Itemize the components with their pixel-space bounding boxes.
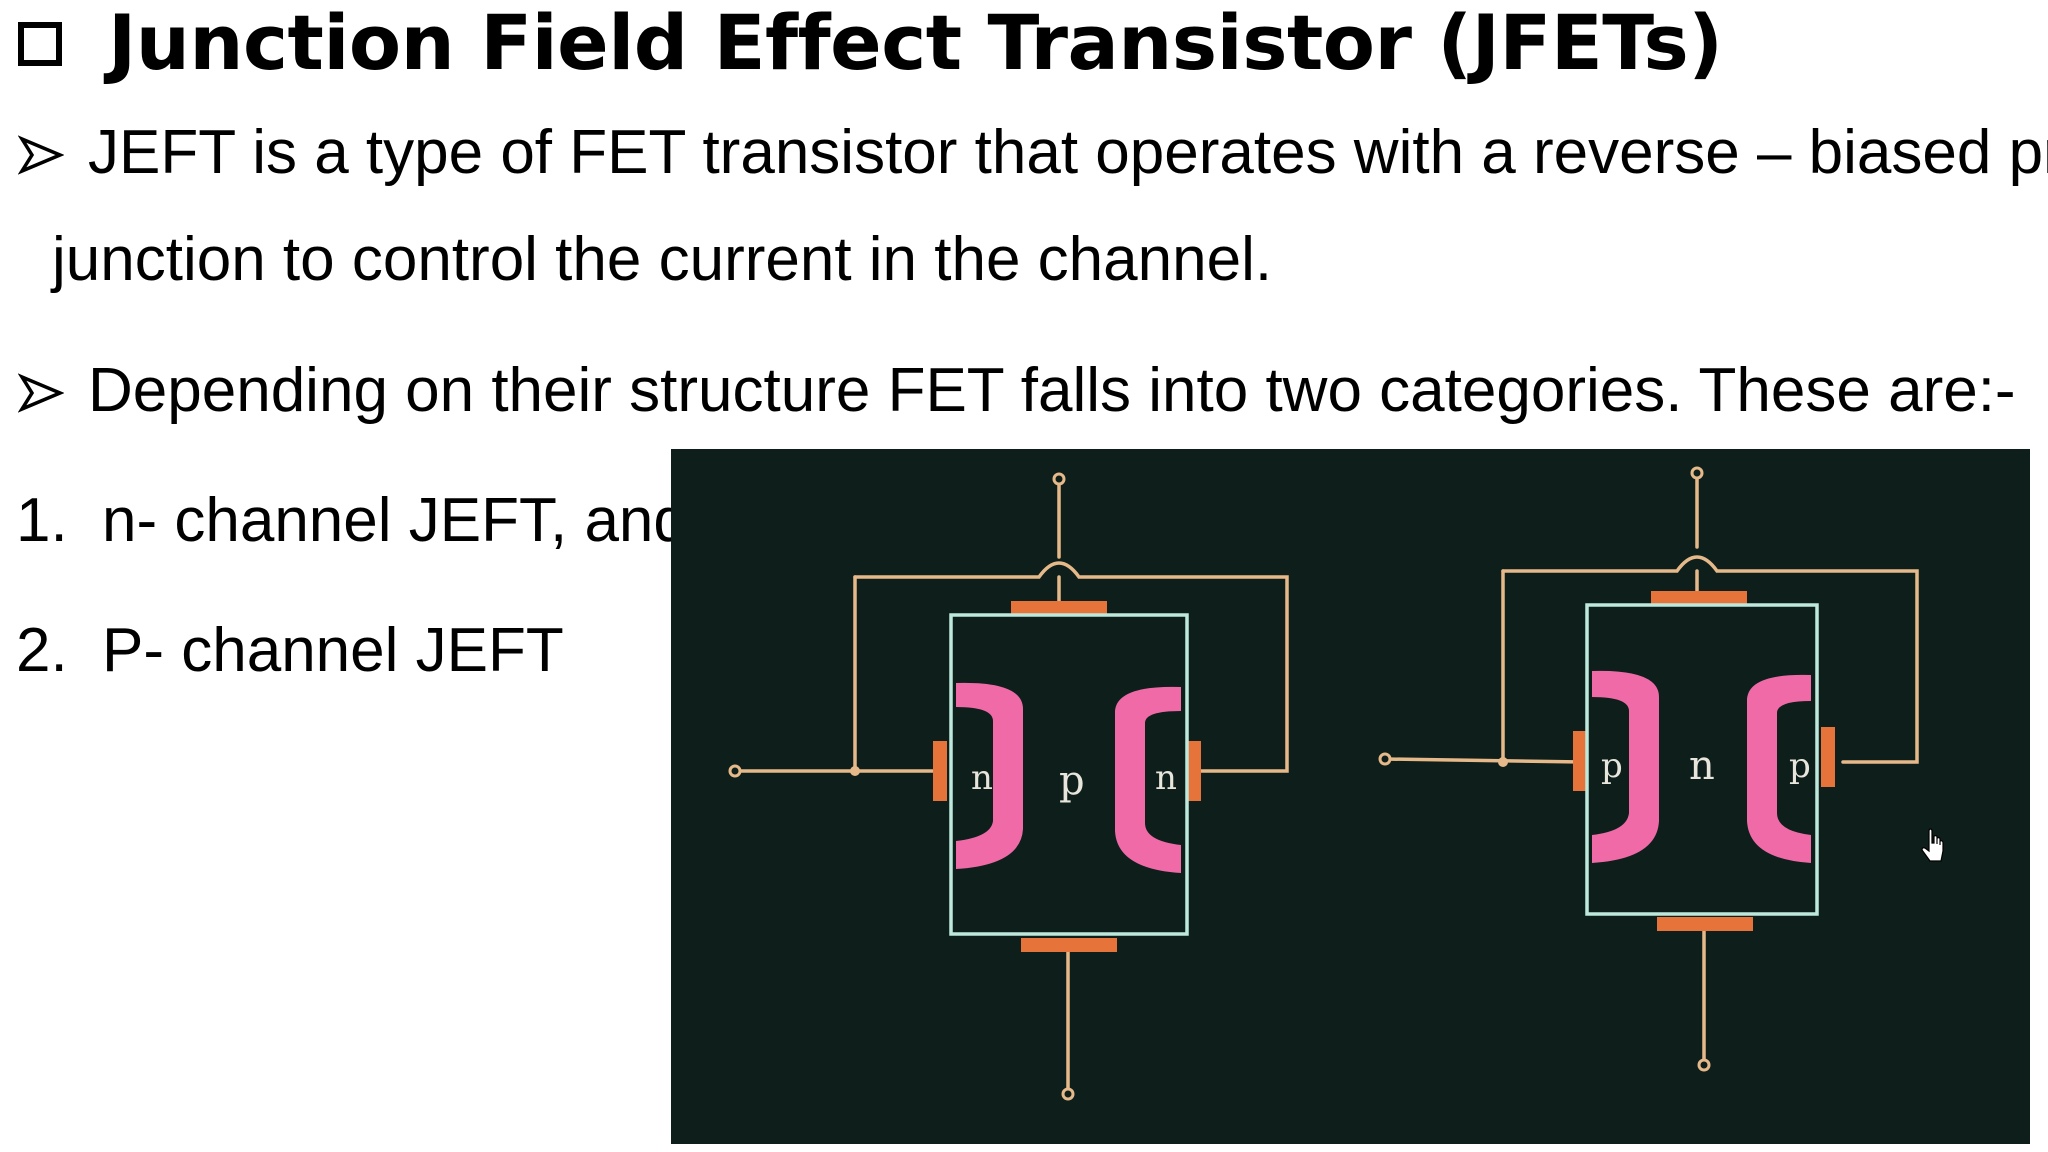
- bullet-2-text: Depending on their structure FET falls i…: [88, 356, 2016, 425]
- gate-input-lead: [1383, 757, 1585, 764]
- source-terminal: [1697, 1058, 1711, 1072]
- title-text: Junction Field Effect Transistor (JFETs): [108, 0, 1723, 87]
- jfet-diagram: n p n p n: [671, 449, 2030, 1144]
- drain-terminal: [1690, 466, 1704, 480]
- gate-region-right: [1115, 686, 1181, 873]
- hand-cursor-icon: [1921, 828, 1944, 862]
- list-item: 2.P- channel JEFT: [16, 620, 564, 682]
- gate-wire: [1501, 555, 1919, 764]
- source-contact: [1021, 938, 1117, 952]
- channel-label: p: [1059, 758, 1085, 804]
- page-title: Junction Field Effect Transistor (JFETs): [18, 0, 1723, 87]
- gate-contact-right: [1821, 727, 1835, 787]
- source-terminal: [1061, 1087, 1075, 1101]
- checkbox-square-icon: [18, 22, 62, 66]
- gate-contact-right: [1187, 741, 1201, 801]
- gate-region-label: p: [1789, 746, 1811, 786]
- list-item: 1.n- channel JEFT, and: [16, 490, 688, 552]
- bullet-2: Depending on their structure FET falls i…: [18, 360, 2016, 422]
- gate-region-left: [1592, 670, 1659, 863]
- list-text: n- channel JEFT, and: [102, 486, 688, 555]
- channel-label: n: [1689, 743, 1715, 789]
- channel-body: [1585, 603, 1819, 916]
- jfet-diagram-svg: n p n p n: [728, 466, 1944, 1101]
- gate-wire: [853, 561, 1289, 773]
- gate-contact-left: [933, 741, 947, 801]
- junction-dot: [850, 766, 860, 776]
- gate-region-label: n: [1155, 758, 1177, 798]
- drain-terminal: [1052, 472, 1066, 486]
- junction-dot: [1498, 757, 1508, 767]
- n-gate-jfet: n p n: [728, 472, 1289, 1101]
- gate-terminal: [728, 764, 742, 778]
- p-gate-jfet: p n p: [1378, 466, 1919, 1072]
- bullet-1-text: JEFT is a type of FET transistor that op…: [88, 118, 2048, 187]
- gate-region-label: p: [1601, 746, 1623, 786]
- drain-contact: [1651, 591, 1747, 605]
- drain-contact: [1011, 601, 1107, 615]
- bullet-1-line-2: junction to control the current in the c…: [52, 225, 1273, 294]
- gate-region-label: n: [971, 758, 993, 798]
- list-text: P- channel JEFT: [102, 616, 564, 685]
- bullet-1-line-1: JEFT is a type of FET transistor that op…: [18, 122, 2048, 184]
- gate-contact-left: [1573, 731, 1587, 791]
- list-number: 1.: [16, 486, 68, 555]
- arrow-bullet-icon: [18, 373, 64, 413]
- arrow-bullet-icon: [18, 135, 64, 175]
- list-number: 2.: [16, 616, 68, 685]
- source-contact: [1657, 917, 1753, 931]
- channel-body: [949, 613, 1189, 936]
- gate-region-left: [956, 682, 1023, 869]
- gate-region-right: [1747, 674, 1811, 863]
- gate-terminal: [1378, 752, 1392, 766]
